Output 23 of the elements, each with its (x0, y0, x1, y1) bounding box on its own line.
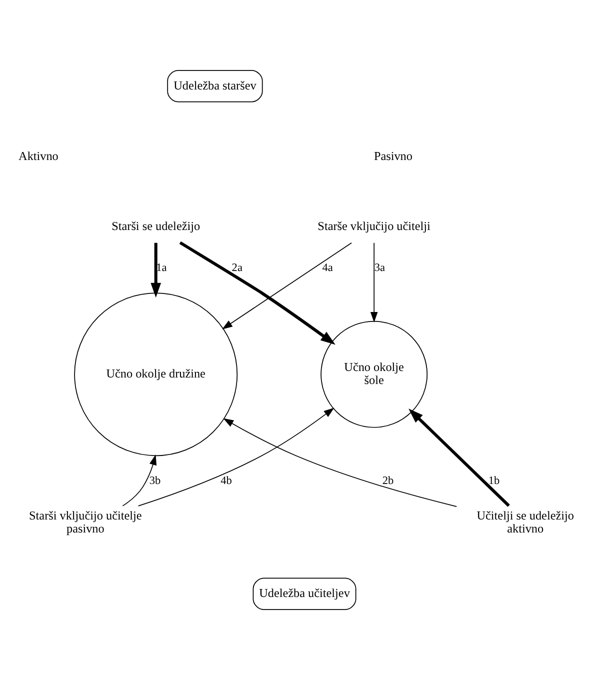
arrow (223, 418, 458, 507)
label: Aktivno (18, 148, 58, 163)
edge-label: 4a (322, 262, 333, 274)
node-text: Starši vključijo učitelje pasivno (29, 508, 142, 536)
node-box: Udeležba staršev (167, 70, 263, 102)
label: Pasivno (374, 148, 412, 163)
node-text: Učitelji se udeležijo aktivno (476, 508, 574, 536)
edge-label: 3a (374, 262, 386, 274)
edge-label: 4b (220, 474, 232, 487)
node-text: Starši se udeležijo (112, 219, 200, 234)
edge-label: 2b (382, 474, 394, 487)
node-circle: Učno okolje družine (74, 292, 238, 456)
arrow (179, 241, 336, 345)
arrow (222, 242, 352, 330)
edge-label: 2a (232, 262, 242, 274)
edge-label: 3b (149, 474, 161, 487)
arrow (408, 408, 510, 507)
arrow (138, 408, 334, 506)
arrow (370, 242, 378, 322)
node-box: Udeležba učiteljev (252, 578, 356, 610)
edge-label: 1b (488, 474, 500, 487)
arrow (122, 454, 157, 506)
node-text: Starše vključijo učitelji (318, 219, 430, 234)
